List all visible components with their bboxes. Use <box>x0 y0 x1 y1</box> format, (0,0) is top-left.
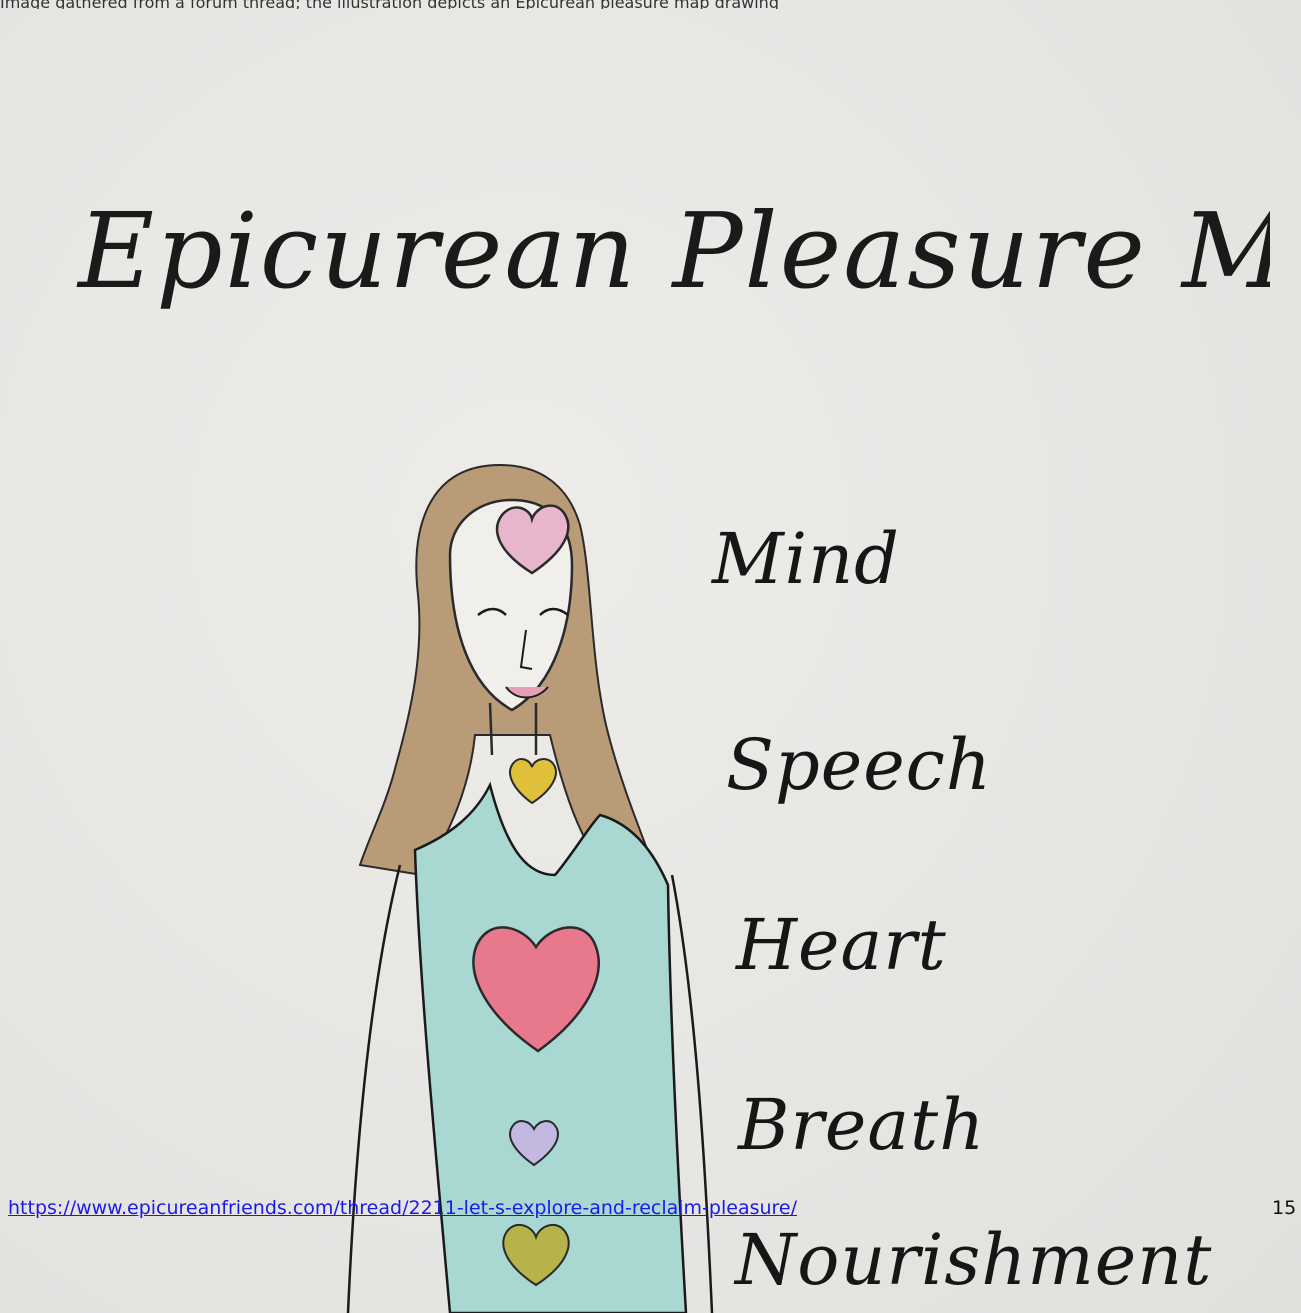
page-title: ~ An Epicurean Pleasure Map ~ <box>50 165 1270 365</box>
speech-heart-icon <box>510 759 556 803</box>
source-link[interactable]: https://www.epicureanfriends.com/thread/… <box>8 1197 797 1219</box>
page-number: 15 <box>1272 1197 1296 1219</box>
label-speech: Speech <box>726 730 992 800</box>
top-caption-fragment: Image gathered from a forum thread; the … <box>0 0 1301 9</box>
title-text: ~ An Epicurean Pleasure Map ~ <box>50 190 1270 312</box>
label-mind: Mind <box>712 524 900 594</box>
label-heart: Heart <box>736 910 947 980</box>
left-arm <box>348 865 400 1313</box>
label-breath: Breath <box>738 1090 985 1160</box>
label-nourishment: Nourishment <box>735 1225 1212 1295</box>
woman-figure-illustration <box>300 455 720 1313</box>
